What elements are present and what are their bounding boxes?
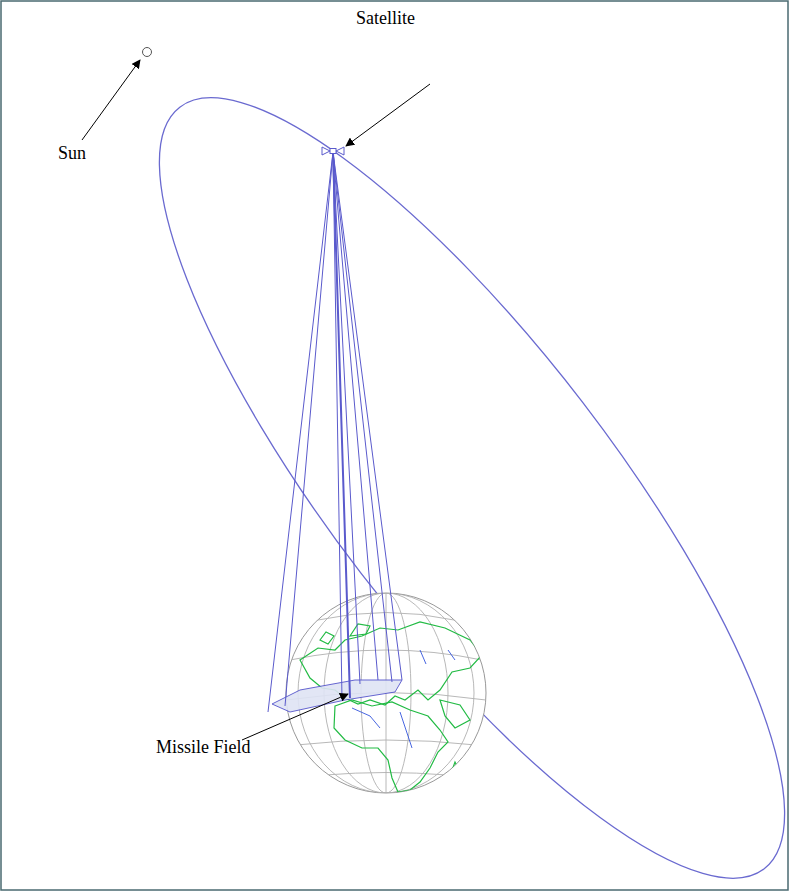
missile-field-leader (242, 694, 348, 740)
missile-field-footprint (272, 680, 402, 712)
sensor-lines (268, 152, 402, 712)
missile-field-label: Missile Field (156, 737, 251, 759)
label-holder: Satellite (356, 8, 415, 30)
satellite-label: Satellite (356, 8, 415, 30)
satellite-symbol (322, 147, 344, 155)
orbit-ellipse (69, 22, 790, 892)
sun-label: Sun (58, 143, 86, 165)
sun-symbol (143, 48, 152, 57)
sun-leader (82, 60, 140, 140)
label-holder: Missile Field (156, 737, 251, 759)
label-holder: Sun (58, 143, 86, 165)
satellite-leader (346, 84, 430, 146)
